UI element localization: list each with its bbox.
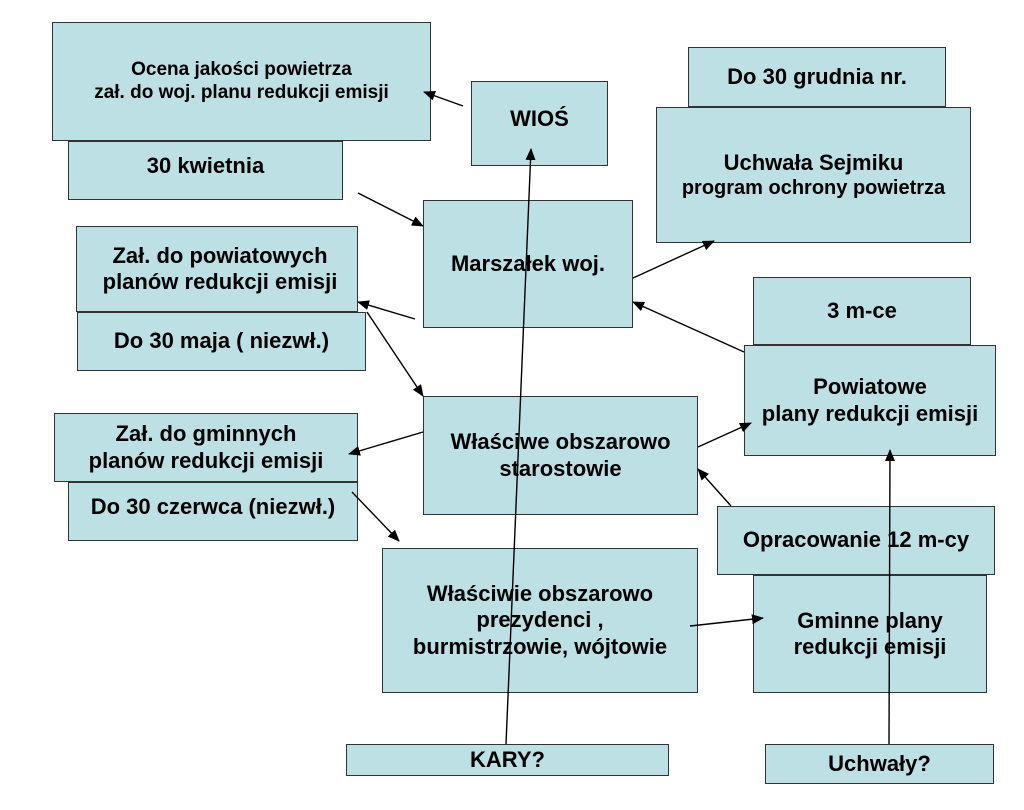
node-zal-powiat-line2: planów redukcji emisji [102,269,338,294]
node-do-30-maja: Do 30 maja ( niezwł.) [77,312,366,371]
node-mce-text: 3 m-ce [827,297,897,323]
node-zal-gmin-line1: Zał. do gminnych [115,421,297,447]
arrow-marszalek-to-zal-powiat [357,300,416,320]
node-starostowie-line2: starostowie [499,455,622,481]
node-starostowie: Właściwe obszarowo starostowie [423,396,698,515]
node-zal-gminnych: Zał. do gminnych planów redukcji emisji [54,413,358,482]
node-opracowanie-text: Opracowanie 12 m-cy [742,527,970,553]
node-powiatowe-line1: Powiatowe [813,374,927,400]
node-wios: WIOŚ [471,81,608,166]
node-opracowanie: Opracowanie 12 m-cy [717,506,995,575]
arrow-opracowanie-to-starostowie [697,468,732,507]
node-do-30-czerwca: Do 30 czerwca (niezwł.) [68,482,358,541]
node-uchwaly: Uchwały? [765,744,994,784]
node-prezydenci-line1: Właściwie obszarowo [426,580,654,606]
node-3-mce: 3 m-ce [753,277,971,345]
node-gminne-plany: Gminne plany redukcji emisji [753,575,987,693]
node-prezydenci-line3: burmistrzowie, wójtowie [412,633,668,659]
arrow-starostowie-to-zal-gmin [348,431,424,456]
node-marszalek: Marszałek woj. [423,200,633,328]
node-sejmik-line2: program ochrony powietrza [681,177,946,200]
node-uchwala-sejmiku: Uchwała Sejmiku program ochrony powietrz… [656,107,971,243]
node-gminne-line2: redukcji emisji [793,634,947,659]
node-kary: KARY? [346,744,669,776]
node-czerwca-text: Do 30 czerwca (niezwł.) [90,494,336,520]
node-powiatowe-plany: Powiatowe plany redukcji emisji [744,345,996,456]
node-ocena-line1: Ocena jakości powietrza [131,58,352,80]
node-do-30-grudnia: Do 30 grudnia nr. [688,47,946,107]
node-zal-powiat-line1: Zał. do powiatowych [112,242,328,268]
node-marszalek-text: Marszałek woj. [450,250,606,276]
node-zal-powiatowych: Zał. do powiatowych planów redukcji emis… [76,226,358,312]
node-zal-gmin-line2: planów redukcji emisji [88,447,324,473]
node-ocena-jakosci: Ocena jakości powietrza zał. do woj. pla… [52,22,431,141]
node-30-kwietnia: 30 kwietnia [68,141,343,200]
node-uchwaly-text: Uchwały? [828,750,931,776]
arrow-zal-gmin-to-prezydenci [351,491,400,542]
node-ocena-line2: zał. do woj. planu redukcji emisji [94,81,389,103]
node-prezydenci-line2: prezydenci , [476,607,604,633]
arrow-powiatowe-to-marszalek [632,301,745,353]
node-sejmik-line1: Uchwała Sejmiku [723,149,904,175]
arrow-zal-powiat-to-starostowie [366,311,424,397]
node-kary-text: KARY? [470,746,545,772]
node-wios-text: WIOŚ [510,106,569,132]
node-prezydenci: Właściwie obszarowo prezydenci , burmist… [382,548,698,693]
node-gminne-line1: Gminne plany [797,607,943,633]
arrow-marszalek-to-sejmik [632,240,715,279]
node-powiatowe-line2: plany redukcji emisji [761,400,979,426]
node-kwietnia-text: 30 kwietnia [146,153,265,179]
arrow-kwietnia-to-marszalek [357,192,424,227]
node-maja-text: Do 30 maja ( niezwł.) [113,328,330,354]
node-grudnia-text: Do 30 grudnia nr. [727,63,907,89]
node-starostowie-line1: Właściwe obszarowo [450,429,671,455]
